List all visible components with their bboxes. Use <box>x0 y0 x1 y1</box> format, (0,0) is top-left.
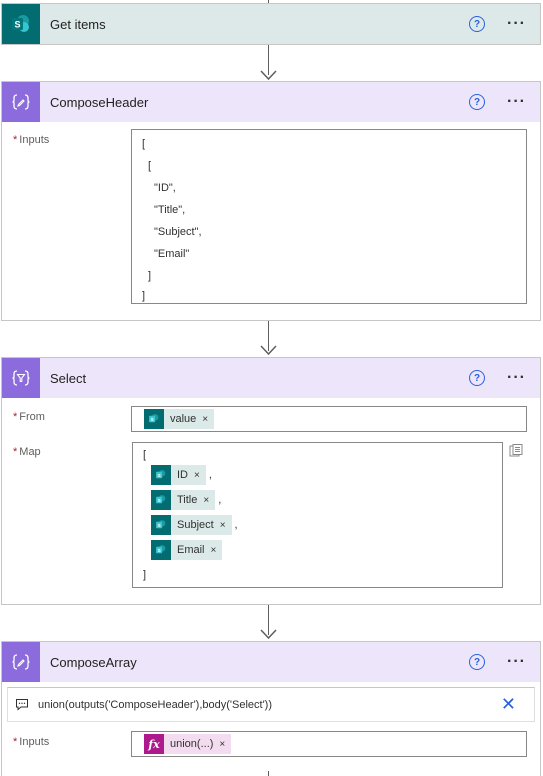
remove-token-icon[interactable]: × <box>210 544 217 556</box>
compose-icon <box>2 82 40 122</box>
switch-to-text-mode-icon[interactable] <box>509 444 523 458</box>
map-row: S ID × , <box>151 465 212 485</box>
help-icon[interactable]: ? <box>469 94 486 110</box>
svg-text:S: S <box>157 473 161 479</box>
select-header[interactable]: Select ? ··· <box>2 358 540 398</box>
inputs-field[interactable]: fx union(...) × <box>131 731 527 757</box>
token-label: union(...) <box>170 738 214 750</box>
svg-text:S: S <box>157 523 161 529</box>
select-icon <box>2 358 40 398</box>
close-icon[interactable]: ✕ <box>500 694 516 714</box>
sharepoint-token-icon: S <box>151 490 171 510</box>
map-label: *Map <box>13 446 41 458</box>
token-label: ID <box>177 469 188 481</box>
inputs-label: *Inputs <box>13 134 50 146</box>
connector-2 <box>268 321 269 351</box>
sharepoint-token-icon: S <box>151 465 171 485</box>
dynamic-token-subject[interactable]: S Subject × <box>151 515 232 535</box>
remove-token-icon[interactable]: × <box>219 519 226 531</box>
get-items-card[interactable]: S Get items ? ··· <box>1 3 541 45</box>
json-line: [ <box>142 138 146 150</box>
remove-token-icon[interactable]: × <box>202 413 209 425</box>
connector-top <box>268 0 269 4</box>
connector-bottom <box>268 771 269 776</box>
select-card[interactable]: Select ? ··· *From S value × *Map [ S ID… <box>1 357 541 605</box>
compose-array-title: ComposeArray <box>50 654 137 670</box>
dynamic-token-title[interactable]: S Title × <box>151 490 216 510</box>
arrow-down-icon <box>260 345 277 355</box>
compose-header-header[interactable]: ComposeHeader ? ··· <box>2 82 540 122</box>
dynamic-token-id[interactable]: S ID × <box>151 465 206 485</box>
remove-token-icon[interactable]: × <box>203 494 210 506</box>
map-close-bracket: ] <box>143 569 147 581</box>
json-line: "Subject", <box>154 226 202 238</box>
compose-array-header[interactable]: ComposeArray ? ··· <box>2 642 540 682</box>
sharepoint-token-icon: S <box>151 515 171 535</box>
compose-icon <box>2 642 40 682</box>
json-line: [ <box>148 160 152 172</box>
remove-token-icon[interactable]: × <box>194 469 200 481</box>
map-row: S Subject × , <box>151 515 238 535</box>
json-line: "Title", <box>154 204 186 216</box>
json-line: ] <box>142 290 146 302</box>
select-title: Select <box>50 370 87 386</box>
map-input[interactable]: [ S ID × , S Title × , S Subject × , <box>132 442 503 588</box>
map-row: S Email × <box>151 540 225 560</box>
from-label: *From <box>13 411 45 423</box>
dynamic-token-value[interactable]: S value × <box>144 409 215 429</box>
map-row: S Title × , <box>151 490 221 510</box>
help-icon[interactable]: ? <box>469 370 486 386</box>
token-label: Subject <box>177 519 214 531</box>
more-options-icon[interactable]: ··· <box>507 369 526 386</box>
compose-header-card[interactable]: ComposeHeader ? ··· *Inputs [ [ "ID", "T… <box>1 81 541 321</box>
more-options-icon[interactable]: ··· <box>507 15 526 32</box>
json-line: "ID", <box>154 182 176 194</box>
get-items-title: Get items <box>50 16 106 32</box>
compose-header-title: ComposeHeader <box>50 94 149 110</box>
get-items-header[interactable]: S Get items ? ··· <box>2 4 540 44</box>
json-line: ] <box>148 270 152 282</box>
dynamic-token-email[interactable]: S Email × <box>151 540 223 560</box>
arrow-down-icon <box>260 629 277 639</box>
svg-text:S: S <box>157 498 161 504</box>
json-line: "Email" <box>154 248 190 260</box>
comment-icon <box>16 699 28 711</box>
svg-text:S: S <box>150 417 154 423</box>
sharepoint-token-icon: S <box>144 409 164 429</box>
svg-text:S: S <box>14 20 20 30</box>
remove-token-icon[interactable]: × <box>219 738 226 750</box>
expression-token[interactable]: fx union(...) × <box>144 734 232 754</box>
separator: , <box>234 519 238 531</box>
help-icon[interactable]: ? <box>469 16 486 32</box>
separator: , <box>208 469 212 481</box>
arrow-down-icon <box>260 70 277 80</box>
inputs-field[interactable]: [ [ "ID", "Title", "Subject", "Email" ] … <box>131 129 527 304</box>
from-input[interactable]: S value × <box>131 406 527 432</box>
more-options-icon[interactable]: ··· <box>507 653 526 670</box>
token-label: Title <box>177 494 198 506</box>
fx-icon: fx <box>144 734 164 754</box>
map-open-bracket: [ <box>143 449 147 461</box>
sharepoint-icon: S <box>2 4 40 44</box>
more-options-icon[interactable]: ··· <box>507 93 526 110</box>
token-label: Email <box>177 544 205 556</box>
sharepoint-token-icon: S <box>151 540 171 560</box>
separator: , <box>218 494 222 506</box>
compose-array-card[interactable]: ComposeArray ? ··· union(outputs('Compos… <box>1 641 541 776</box>
expression-text: union(outputs('ComposeHeader'),body('Sel… <box>38 698 273 711</box>
connector-1 <box>268 45 269 75</box>
inputs-label: *Inputs <box>13 736 50 748</box>
svg-text:S: S <box>157 548 161 554</box>
help-icon[interactable]: ? <box>469 654 486 670</box>
token-label: value <box>170 413 197 425</box>
connector-3 <box>268 605 269 635</box>
expression-bar[interactable]: union(outputs('ComposeHeader'),body('Sel… <box>7 687 535 722</box>
